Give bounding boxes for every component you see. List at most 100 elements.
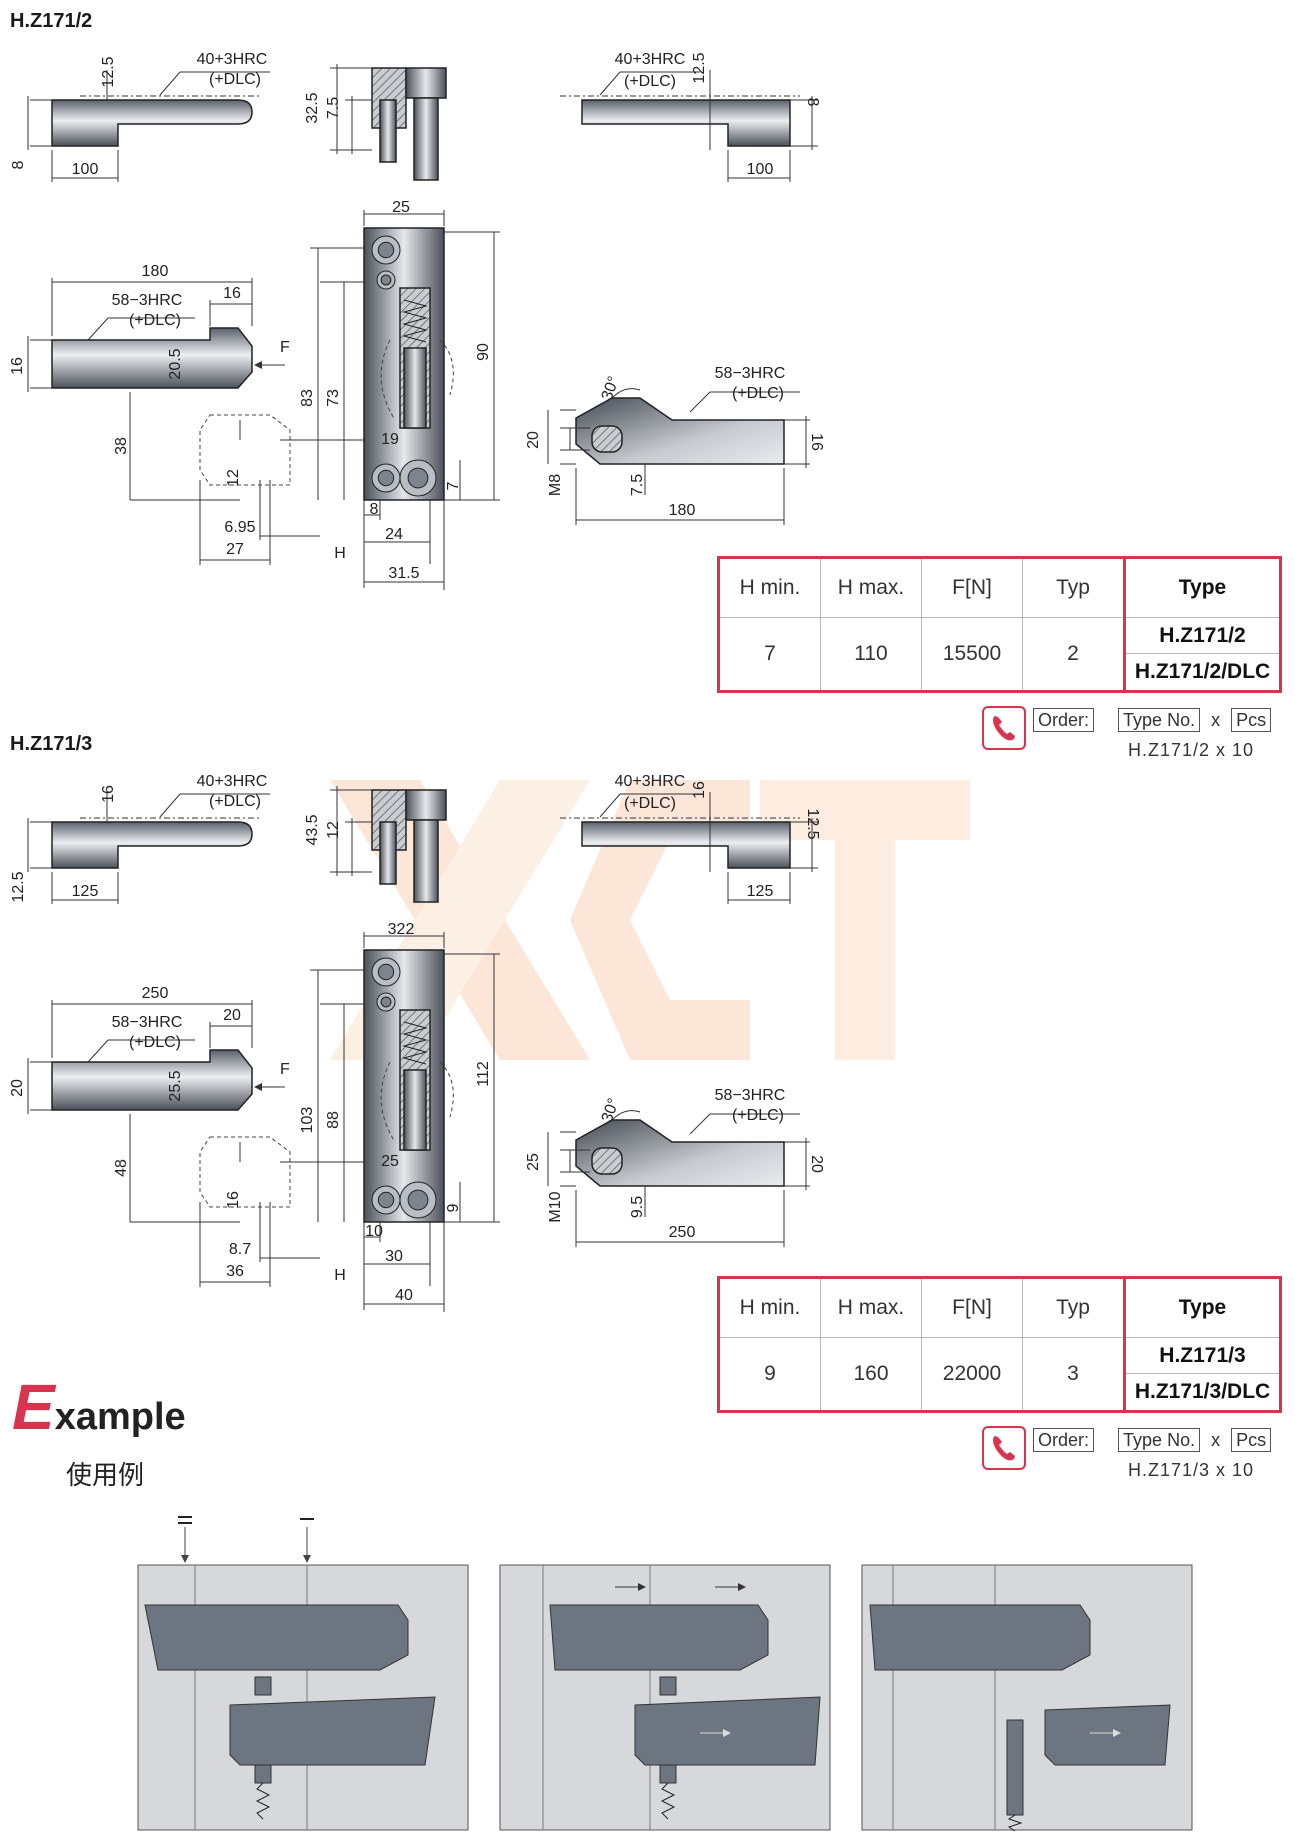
dim-edge: 7 (445, 481, 462, 490)
dim-edge: 9 (445, 1203, 462, 1212)
hardness-label: 58−3HRC (112, 292, 183, 309)
order-label: Order: (1033, 1428, 1095, 1452)
col-typ: Typ (1022, 557, 1125, 618)
dimension-line (159, 71, 181, 96)
col-force: F[N] (921, 1277, 1023, 1338)
example-heading: Example (12, 1370, 186, 1444)
spring-icon (402, 1021, 428, 1065)
dim-pitch: 24 (385, 526, 403, 543)
example-panel-1 (137, 1564, 469, 1831)
type-code-dlc: H.Z171/3/DLC (1123, 1373, 1281, 1412)
bolt-hole-inner (377, 963, 395, 981)
thread-size: M10 (547, 1191, 564, 1222)
order-type-no: Type No. (1118, 1428, 1201, 1452)
usage-example-illustration (137, 1516, 1193, 1832)
bolt-hole-inner (407, 1189, 429, 1211)
dim-height-inner: 73 (325, 389, 342, 407)
spring-icon (402, 299, 428, 343)
bolt-hole-inner (380, 274, 392, 286)
cell-h-max: 110 (820, 617, 922, 692)
section-title: H.Z171/2 (10, 10, 93, 32)
part-pin (379, 821, 397, 885)
dim-height: 16 (691, 781, 708, 799)
dim-offset: 12 (325, 821, 342, 839)
dim-offset: 8.7 (229, 1241, 251, 1258)
dim-height: 12.5 (100, 56, 117, 87)
bolt-hole-inner (377, 1191, 395, 1209)
order-line: Order: Type No. x Pcs (1033, 1428, 1272, 1452)
coating-label: (+DLC) (624, 73, 676, 90)
dim-thickness: 8 (804, 98, 821, 107)
dim-offset: 6.95 (224, 519, 255, 536)
dim-width: 25 (392, 199, 410, 216)
hardness-label: 58−3HRC (715, 365, 786, 382)
col-h-max: H max. (820, 1277, 922, 1338)
col-type: Type (1123, 1277, 1281, 1338)
hidden-line (380, 339, 454, 421)
dim-tip-length: 20 (223, 1007, 241, 1024)
part-top-view (51, 99, 253, 147)
hardness-label: 40+3HRC (615, 773, 686, 790)
part-top-view-mirror (581, 821, 791, 869)
force-label: F (280, 339, 290, 356)
dim-height: 20 (525, 431, 542, 449)
order-x: x (1211, 710, 1221, 730)
dim-height: 32.5 (304, 92, 321, 123)
col-type: Type (1123, 557, 1281, 618)
dimension-line (87, 317, 109, 341)
col-h-min: H min. (718, 557, 821, 618)
dim-height: 103 (299, 1107, 316, 1134)
coating-label: (+DLC) (129, 312, 181, 329)
dimension-line (87, 1039, 109, 1063)
dimension-line (599, 793, 621, 818)
dim-length: 125 (72, 883, 99, 900)
dim-height: 43.5 (304, 814, 321, 845)
example-subtitle: 使用例 (66, 1460, 145, 1490)
cell-force: 22000 (921, 1337, 1023, 1412)
dim-offset: 9.5 (629, 1196, 646, 1218)
dim-depth: 38 (113, 437, 130, 455)
part-top-view-mirror (581, 99, 791, 147)
dim-length: 100 (72, 161, 99, 178)
dim-length: 180 (142, 263, 169, 280)
dim-height-inner: 88 (325, 1111, 342, 1129)
dim-height: 83 (299, 389, 316, 407)
spec-table: H min. H max. F[N] Typ Type 9 160 22000 … (717, 1276, 1282, 1413)
hidden-line (380, 1061, 454, 1143)
part-thread (591, 425, 623, 453)
dim-edge: 10 (365, 1223, 383, 1240)
dim-offset: 7.5 (325, 97, 342, 119)
dim-length: 125 (747, 883, 774, 900)
dim-h: H (334, 1267, 346, 1284)
part-thread (591, 1147, 623, 1175)
section-title: H.Z171/3 (10, 733, 93, 755)
example-word: xample (54, 1396, 186, 1438)
hardness-label: 40+3HRC (197, 773, 268, 790)
dim-depth: 31.5 (388, 565, 419, 582)
order-example: H.Z171/2 x 10 (1128, 740, 1255, 760)
part-plunger (403, 1069, 427, 1151)
part-screw (413, 97, 439, 181)
thread-size: M8 (547, 474, 564, 496)
order-x: x (1211, 1430, 1221, 1450)
col-h-min: H min. (718, 1277, 821, 1338)
type-code: H.Z171/2 (1123, 616, 1281, 655)
minus-mark (300, 1518, 314, 1563)
dim-offset: 7.5 (629, 474, 646, 496)
dim-thickness: 16 (9, 357, 26, 375)
force-arrow (254, 361, 262, 369)
dim-thickness: 20 (9, 1079, 26, 1097)
force-label: F (280, 1061, 290, 1078)
part-screw (413, 819, 439, 903)
order-example: H.Z171/3 x 10 (1128, 1460, 1255, 1480)
cell-typ: 3 (1022, 1337, 1125, 1412)
bolt-hole-inner (407, 467, 429, 489)
order-line: Order: Type No. x Pcs (1033, 708, 1272, 732)
phone-icon (982, 1426, 1026, 1470)
dim-height: 12.5 (691, 52, 708, 83)
example-letter: E (12, 1371, 55, 1443)
